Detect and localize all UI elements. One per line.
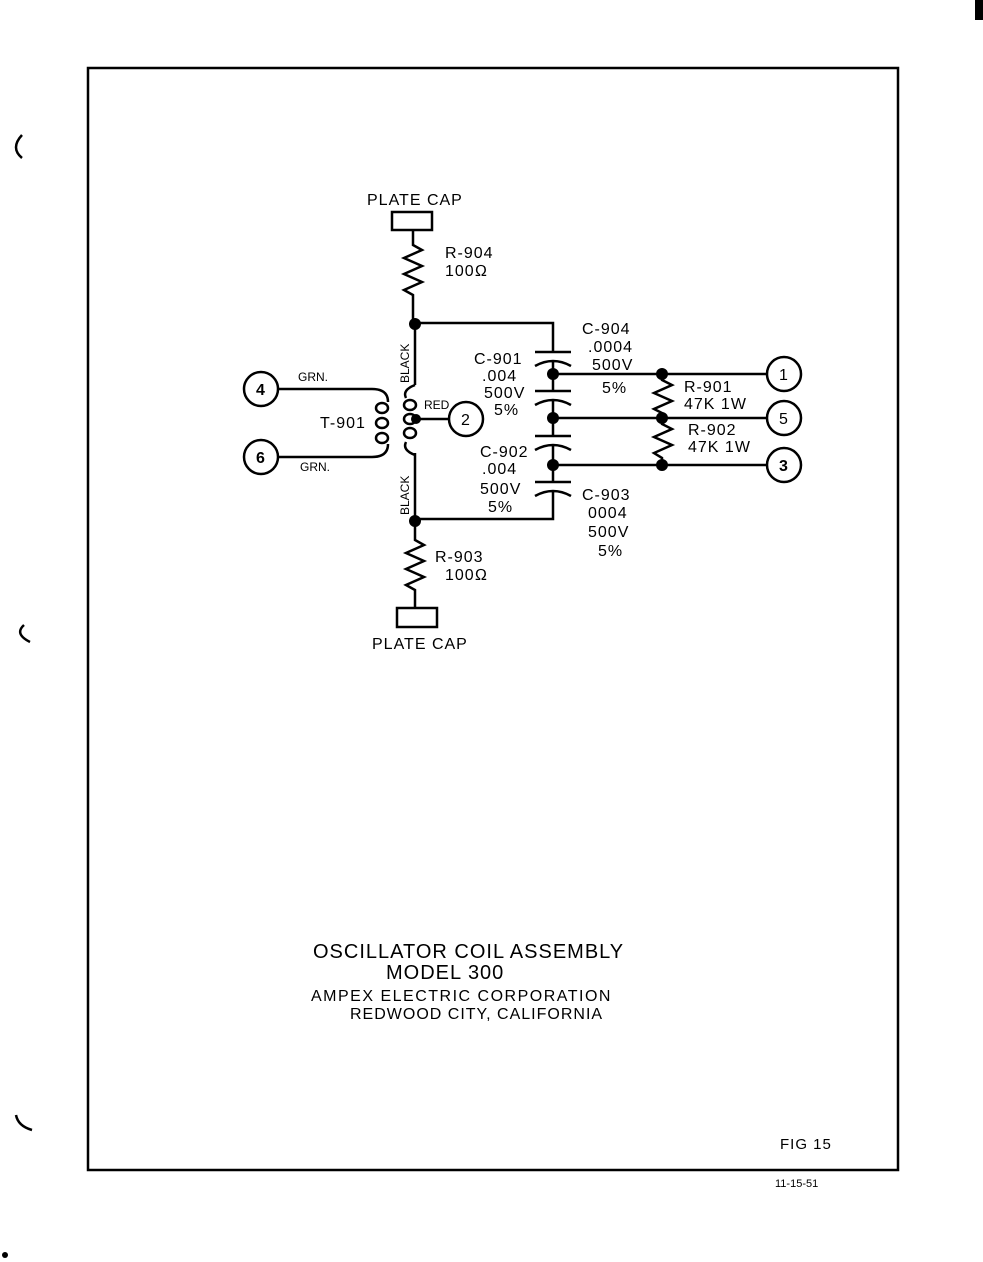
punch-mark xyxy=(14,1114,33,1132)
resistor-r904 xyxy=(400,230,426,323)
punch-mark xyxy=(18,624,31,644)
plate-cap-top xyxy=(390,210,434,232)
c904-tolerance: 5% xyxy=(602,380,627,397)
grn-top-label: GRN. xyxy=(298,370,328,384)
junction xyxy=(409,318,421,330)
c902-voltage: 500V xyxy=(480,481,521,498)
resistor-r903 xyxy=(402,521,428,608)
svg-text:5: 5 xyxy=(779,411,789,428)
svg-text:6: 6 xyxy=(256,450,266,467)
c903-voltage: 500V xyxy=(588,524,629,541)
r903-label: R-903 xyxy=(435,549,484,566)
resistor-r902 xyxy=(650,418,676,465)
c903-value: 0004 xyxy=(588,505,628,522)
svg-text:3: 3 xyxy=(779,458,789,475)
red-label: RED xyxy=(424,398,450,412)
c904-voltage: 500V xyxy=(592,357,633,374)
punch-mark xyxy=(14,134,23,159)
c902-tolerance: 5% xyxy=(488,499,513,516)
black-top-label: BLACK xyxy=(398,344,412,383)
grn-bottom-label: GRN. xyxy=(300,460,330,474)
title-line2: MODEL 300 xyxy=(386,962,504,984)
transformer-t901 xyxy=(278,383,449,459)
terminal-4[interactable]: 4 xyxy=(242,370,280,408)
figure-number: FIG 15 xyxy=(780,1136,832,1153)
r902-label: R-902 xyxy=(688,422,737,439)
terminal-2[interactable]: 2 xyxy=(447,400,485,438)
c903-tolerance: 5% xyxy=(598,543,623,560)
r901-label: R-901 xyxy=(684,379,733,396)
r903-value: 100Ω xyxy=(445,567,488,584)
svg-text:1: 1 xyxy=(779,367,789,384)
t901-label: T-901 xyxy=(320,415,366,432)
c901-voltage: 500V xyxy=(484,385,525,402)
c901-label: C-901 xyxy=(474,351,523,368)
plate-cap-top-label: PLATE CAP xyxy=(367,192,463,209)
c904-label: C-904 xyxy=(582,321,631,338)
r902-value: 47K 1W xyxy=(688,439,751,456)
c902-value: .004 xyxy=(482,461,517,478)
r901-value: 47K 1W xyxy=(684,396,747,413)
date-stamp: 11-15-51 xyxy=(775,1178,818,1190)
c904-value: .0004 xyxy=(588,339,633,356)
svg-text:4: 4 xyxy=(256,382,266,399)
title-line4: REDWOOD CITY, CALIFORNIA xyxy=(350,1006,603,1023)
black-bottom-label: BLACK xyxy=(398,476,412,515)
plate-cap-bottom xyxy=(395,606,439,629)
c902-label: C-902 xyxy=(480,444,529,461)
terminal-5[interactable]: 5 xyxy=(765,399,803,437)
resistor-r901 xyxy=(650,374,676,418)
page-border xyxy=(86,66,900,1172)
plate-cap-bottom-label: PLATE CAP xyxy=(372,636,468,653)
terminal-1[interactable]: 1 xyxy=(765,355,803,393)
terminal-6[interactable]: 6 xyxy=(242,438,280,476)
c901-value: .004 xyxy=(482,368,517,385)
r904-label: R-904 xyxy=(445,245,494,262)
title-line1: OSCILLATOR COIL ASSEMBLY xyxy=(313,941,624,963)
c901-tolerance: 5% xyxy=(494,402,519,419)
edge-mark xyxy=(975,0,983,20)
r904-value: 100Ω xyxy=(445,263,488,280)
capacitor-stack xyxy=(409,350,572,527)
title-line3: AMPEX ELECTRIC CORPORATION xyxy=(311,988,612,1005)
terminal-3[interactable]: 3 xyxy=(765,446,803,484)
c903-label: C-903 xyxy=(582,487,631,504)
svg-text:2: 2 xyxy=(461,412,471,429)
